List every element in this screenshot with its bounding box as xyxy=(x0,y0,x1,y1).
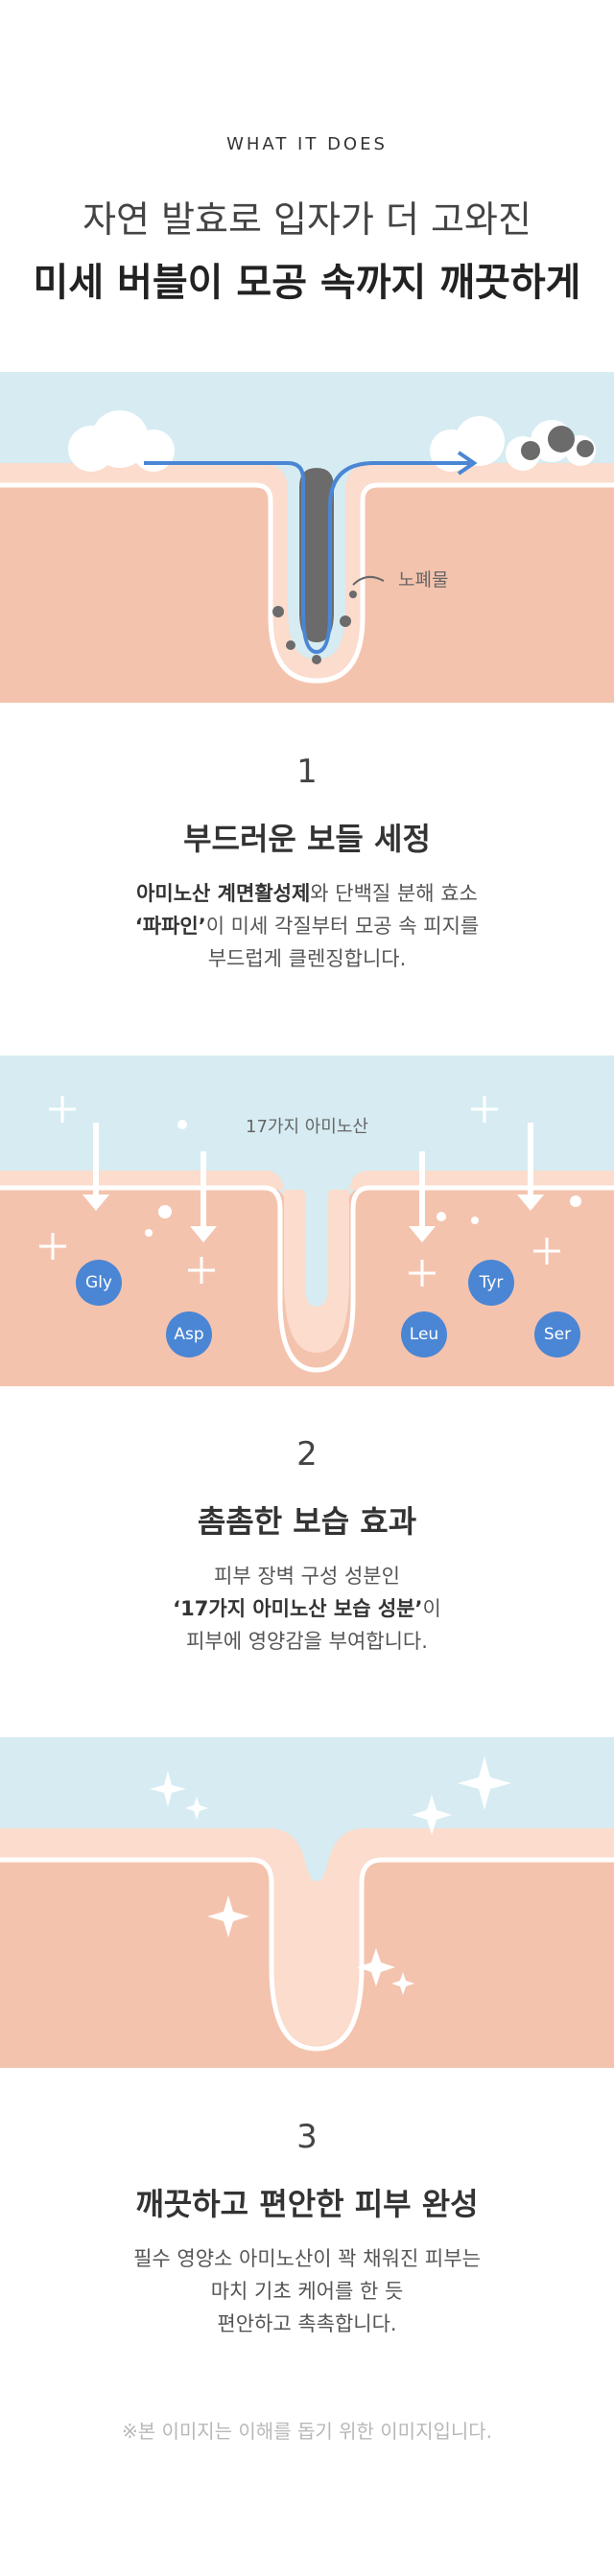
step-number-2: 2 xyxy=(296,1435,318,1474)
step-number-3: 3 xyxy=(296,2118,318,2156)
amino-acid-label: 17가지 아미노산 xyxy=(246,1117,368,1137)
amino-badge-ser: Ser xyxy=(534,1311,580,1358)
desc-line: ‘파파인’이 미세 각질부터 모공 속 피지를 xyxy=(134,915,480,938)
step-desc-1: 아미노산 계면활성제와 단백질 분해 효소 ‘파파인’이 미세 각질부터 모공 … xyxy=(0,877,614,975)
amino-acid-illustration: 17가지 아미노산 Gly Asp Leu Tyr Ser xyxy=(0,1056,614,1386)
desc-line: ‘17가지 아미노산 보습 성분’이 xyxy=(173,1597,441,1620)
desc-line: 아미노산 계면활성제와 단백질 분해 효소 xyxy=(136,882,478,905)
desc-line: 편안하고 촉촉합니다. xyxy=(217,2312,397,2335)
desc-line: 마치 기초 케어를 한 듯 xyxy=(210,2280,404,2303)
headline-line-2: 미세 버블이 모공 속까지 깨끗하게 xyxy=(33,261,581,305)
step-desc-2: 피부 장벽 구성 성분인 ‘17가지 아미노산 보습 성분’이 피부에 영양감을… xyxy=(0,1560,614,1658)
pore-cleansing-illustration: 노폐물 xyxy=(0,372,614,703)
step-title-2: 촘촘한 보습 효과 xyxy=(197,1503,417,1540)
desc-line: 필수 영양소 아미노산이 꽉 채워진 피부는 xyxy=(133,2247,481,2270)
headline-line-1: 자연 발효로 입자가 더 고와진 xyxy=(83,198,531,241)
desc-line: 부드럽게 클렌징합니다. xyxy=(207,947,407,970)
complete-skin-illustration xyxy=(0,1737,614,2068)
eyebrow-label: WHAT IT DOES xyxy=(226,134,388,154)
amino-badge-gly: Gly xyxy=(76,1260,122,1306)
desc-line: 피부 장벽 구성 성분인 xyxy=(214,1565,400,1588)
amino-badge-asp: Asp xyxy=(166,1311,212,1358)
step-title-1: 부드러운 보들 세정 xyxy=(183,821,431,857)
amino-badge-leu: Leu xyxy=(401,1311,447,1358)
step-title-3: 깨끗하고 편안한 피부 완성 xyxy=(135,2186,479,2222)
step-desc-3: 필수 영양소 아미노산이 꽉 채워진 피부는 마치 기초 케어를 한 듯 편안하… xyxy=(0,2242,614,2340)
disclaimer-footnote: ※본 이미지는 이해를 돕기 위한 이미지입니다. xyxy=(121,2420,493,2443)
step-number-1: 1 xyxy=(296,753,318,791)
amino-badge-tyr: Tyr xyxy=(468,1260,514,1306)
debris-label: 노폐물 xyxy=(398,569,449,591)
desc-line: 피부에 영양감을 부여합니다. xyxy=(186,1630,428,1653)
